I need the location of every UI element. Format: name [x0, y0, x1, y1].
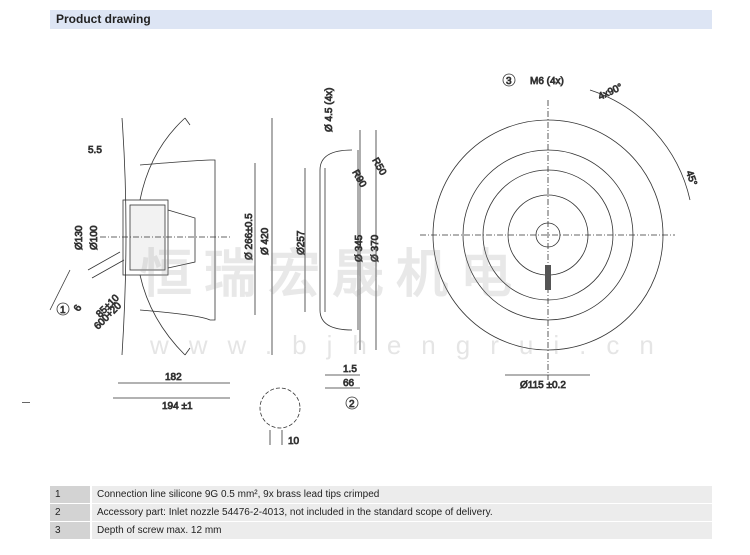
fan-front-view	[420, 89, 691, 380]
dim-10: 10	[288, 436, 300, 447]
note-text: Depth of screw max. 12 mm	[92, 522, 712, 539]
dim-thread: M6 (4x)	[530, 76, 564, 87]
note-text: Accessory part: Inlet nozzle 54476-2-401…	[92, 504, 712, 521]
dim-d257: Ø257	[296, 230, 307, 255]
dim-d115: Ø115 ±0.2	[520, 380, 566, 391]
dim-194: 194 ±1	[162, 401, 193, 412]
dim-d345: Ø 345	[354, 234, 365, 262]
dim-hole: Ø 4.5 (4x)	[324, 88, 335, 132]
note-number: 2	[50, 504, 90, 521]
dim-d130: Ø130	[74, 225, 85, 250]
callout-3: 3	[506, 76, 512, 87]
watermark-url: www.bjhengrui.cn	[150, 330, 674, 360]
dim-d266: Ø 266±0.5	[244, 213, 255, 260]
fan-side-view	[49, 117, 301, 445]
note-number: 1	[50, 486, 90, 503]
inlet-nozzle-view	[304, 130, 377, 389]
dim-1-5: 1.5	[343, 364, 357, 375]
dim-d420: Ø 420	[260, 227, 271, 255]
dim-5-5: 5.5	[88, 145, 102, 156]
dim-angle-4x90: 4x90°	[597, 82, 625, 103]
dim-r50: R50	[369, 156, 388, 178]
dim-d100: Ø100	[89, 225, 100, 250]
dim-182: 182	[165, 372, 182, 383]
note-text: Connection line silicone 9G 0.5 mm², 9x …	[92, 486, 712, 503]
margin-mark	[22, 402, 30, 403]
dim-r90: R90	[349, 168, 368, 190]
dim-6: 6	[72, 303, 85, 314]
dim-d370: Ø 370	[370, 234, 381, 262]
note-number: 3	[50, 522, 90, 539]
section-header: Product drawing	[50, 10, 712, 29]
dim-66: 66	[343, 378, 355, 389]
callout-2: 2	[349, 399, 355, 410]
watermark-cn: 恒瑞宏晟机电	[140, 246, 525, 304]
callout-1: 1	[60, 305, 66, 316]
dim-angle-45: 45°	[683, 169, 699, 187]
